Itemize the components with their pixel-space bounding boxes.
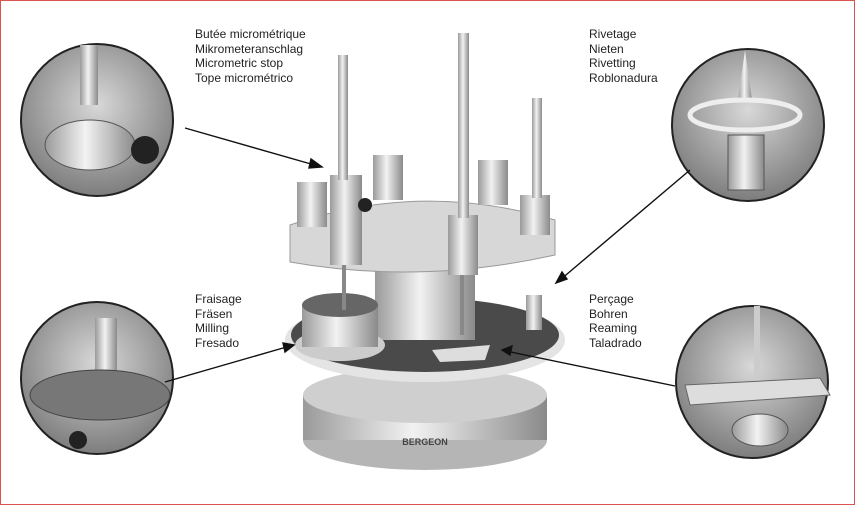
label-line: Fräsen <box>195 306 233 321</box>
detail-circle-reaming <box>675 305 831 459</box>
label-line: Bohren <box>589 306 628 321</box>
label-line: Fraisage <box>195 292 242 306</box>
label-line: Roblonadura <box>589 70 658 85</box>
label-line: Rivetage <box>589 27 637 41</box>
label-line: Rivetting <box>589 56 636 70</box>
arrow-micrometric <box>184 127 319 167</box>
arrow-milling <box>164 345 291 383</box>
detail-circle-riveting <box>671 48 825 202</box>
detail-circle-micrometric <box>20 43 174 197</box>
brand-logo: BERGEON <box>402 437 448 447</box>
label-line: Taladrado <box>589 335 642 350</box>
label-line: Tope micrométrico <box>195 70 294 85</box>
label-milling: Fraisage Fräsen Milling Fresado <box>195 292 242 350</box>
arrow-reaming <box>505 350 676 387</box>
label-line: Milling <box>195 321 230 335</box>
label-line: Nieten <box>589 41 624 56</box>
label-line: Mikrometeranschlag <box>195 41 304 56</box>
detail-circle-milling <box>20 301 174 455</box>
label-micrometric-stop: Butée micrométrique Mikrometeranschlag M… <box>195 27 306 85</box>
bergeon-tool <box>285 33 565 470</box>
label-riveting: Rivetage Nieten Rivetting Roblonadura <box>589 27 658 85</box>
arrow-riveting <box>559 169 691 281</box>
label-reaming: Perçage Bohren Reaming Taladrado <box>589 292 642 350</box>
label-line: Perçage <box>589 292 634 306</box>
label-line: Fresado <box>195 335 240 350</box>
callout-arrows <box>164 127 691 387</box>
label-line: Reaming <box>589 321 638 335</box>
label-line: Micrometric stop <box>195 56 284 70</box>
label-line: Butée micrométrique <box>195 27 306 41</box>
